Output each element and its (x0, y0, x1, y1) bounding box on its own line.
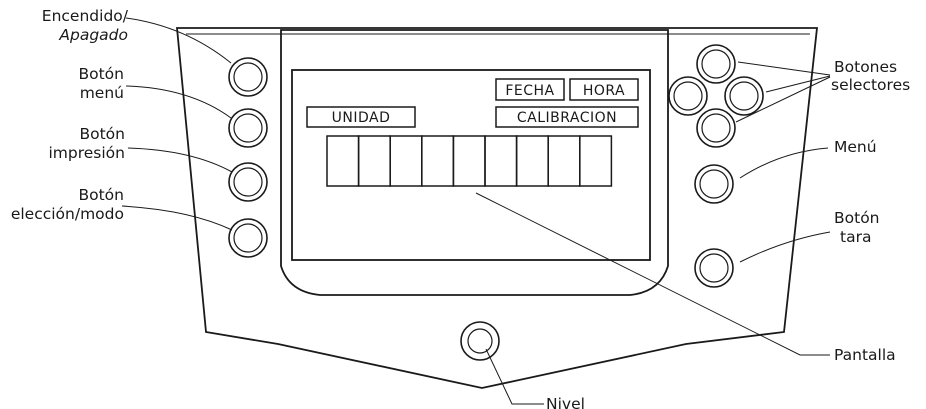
mode-button[interactable] (228, 218, 268, 258)
print-button[interactable] (228, 162, 268, 202)
label-mode-button-2: elección/modo (11, 205, 124, 223)
label-print-button-2: impresión (48, 144, 125, 162)
label-menu-button-2: menú (80, 84, 124, 102)
label-selectors-2: selectores (831, 76, 910, 94)
lcd-digit-cell (484, 135, 518, 187)
lcd-fecha-label: FECHA (505, 83, 554, 99)
menu-button-right[interactable] (694, 164, 734, 204)
leader-display (475, 192, 830, 356)
label-tare-1: Botón (834, 209, 880, 227)
lcd-digit-cell (452, 135, 486, 187)
leader-power (125, 17, 232, 64)
leader-print-button (127, 147, 233, 173)
lcd-digit-cell (579, 135, 613, 187)
selector-button-up[interactable] (696, 44, 736, 84)
selector-button-right[interactable] (724, 76, 764, 116)
selector-button-left[interactable] (668, 76, 708, 116)
label-level: Nivel (546, 395, 585, 409)
label-display: Pantalla (834, 346, 896, 364)
leader-selectors-1 (737, 61, 831, 76)
label-tare-2: tara (840, 228, 871, 246)
leader-menu-button (125, 85, 232, 119)
lcd-digit-cell (547, 135, 581, 187)
lcd-digit-cell (326, 135, 360, 187)
lcd-unidad-label: UNIDAD (332, 110, 391, 126)
label-mode-button-1: Botón (78, 186, 124, 204)
lcd-screen (291, 69, 651, 261)
label-print-button-1: Botón (79, 125, 125, 143)
leader-selectors-2 (765, 75, 831, 93)
lcd-digit-cell (421, 135, 455, 187)
leader-tare (739, 231, 831, 263)
leader-level (485, 348, 544, 405)
menu-button-left[interactable] (228, 108, 268, 148)
lcd-digit-cell (389, 135, 423, 187)
lcd-hora-box (569, 78, 639, 101)
label-power-1: Encendido/ (42, 7, 129, 25)
leader-selectors-3 (735, 76, 831, 123)
panel-housing (176, 27, 819, 389)
lcd-fecha-box (495, 78, 565, 101)
lcd-calibracion-box (495, 106, 639, 128)
display-bezel (280, 29, 669, 296)
lcd-calibracion-label: CALIBRACION (517, 110, 617, 126)
label-menu: Menú (834, 138, 877, 156)
level-indicator (460, 321, 500, 361)
label-selectors-1: Botones (834, 58, 897, 76)
selector-button-down[interactable] (696, 108, 736, 148)
lcd-hora-label: HORA (583, 83, 625, 99)
power-button[interactable] (228, 57, 268, 97)
lcd-digit-cells (326, 135, 613, 187)
lcd-digit-cell (515, 135, 549, 187)
lcd-unidad-box (306, 106, 416, 128)
lcd-digit-cell (357, 135, 391, 187)
label-power-2: Apagado (58, 26, 128, 44)
leader-menu (739, 147, 829, 179)
label-menu-button-1: Botón (78, 65, 124, 83)
tare-button[interactable] (694, 248, 734, 288)
leader-mode-button (121, 205, 233, 231)
